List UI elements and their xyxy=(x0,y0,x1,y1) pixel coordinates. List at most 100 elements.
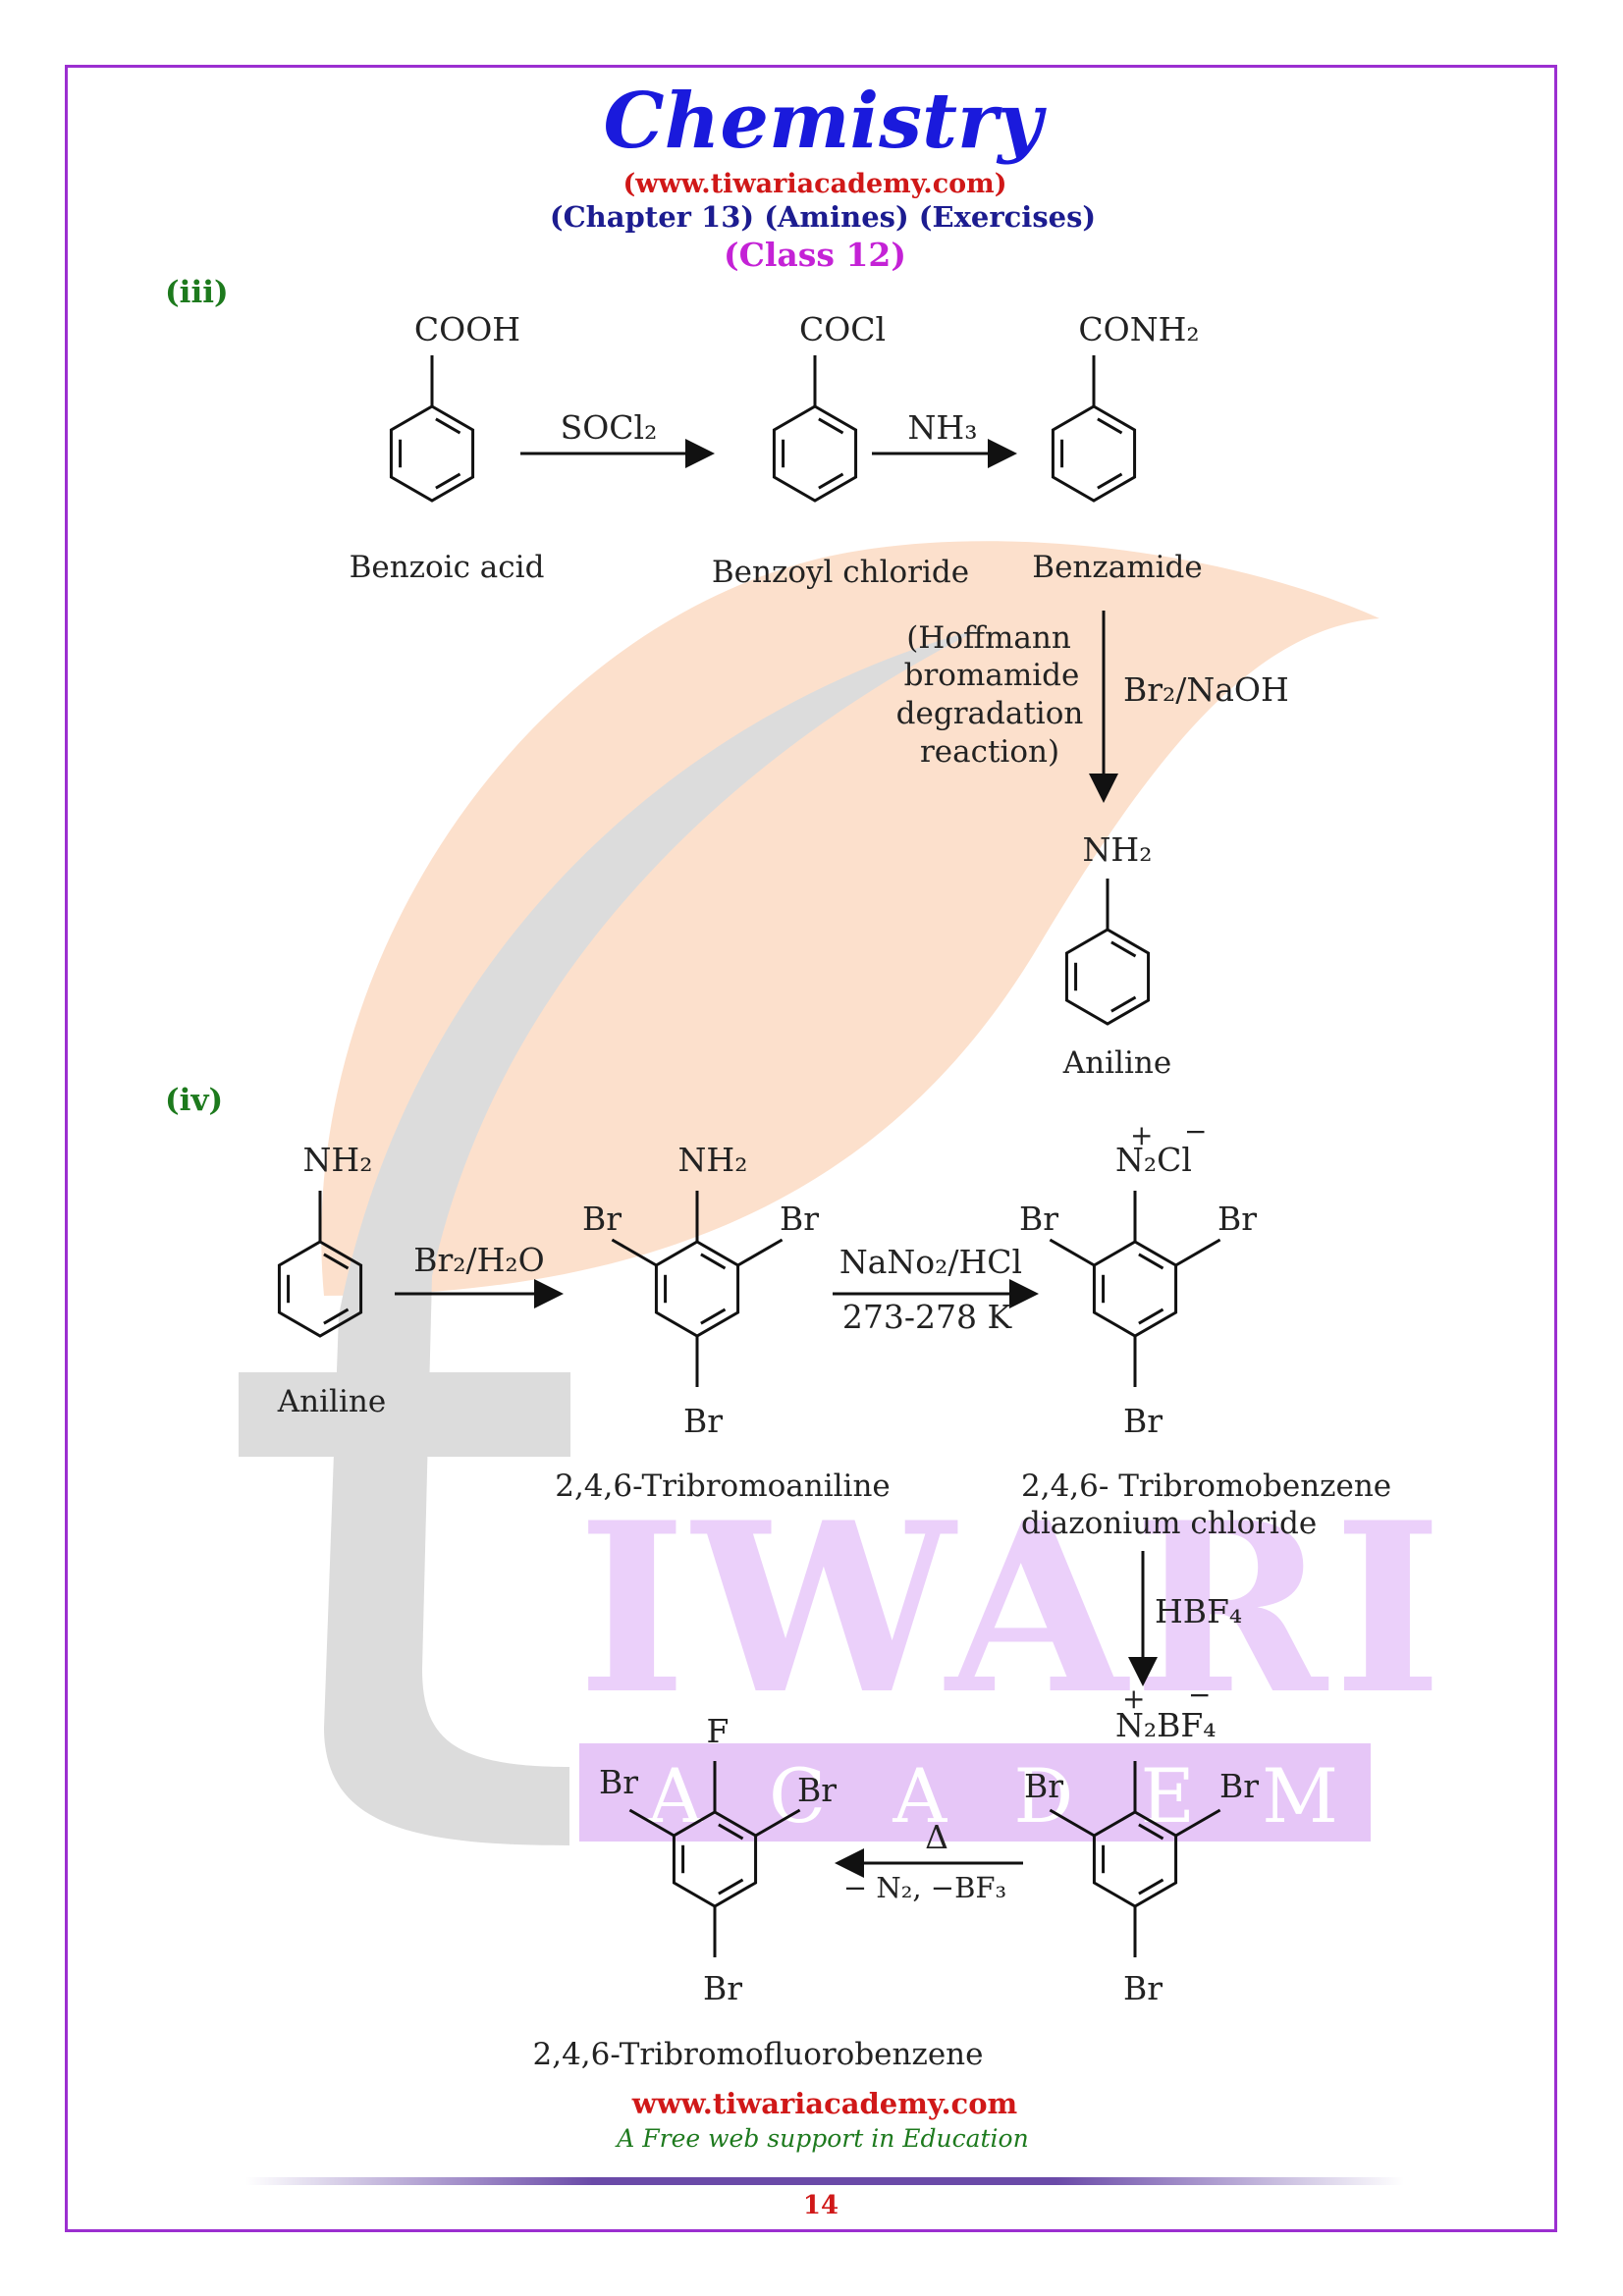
watermark-t-bar xyxy=(239,1372,570,1457)
benzamide-ring-double-bond-1 xyxy=(1097,472,1123,490)
section-label-iv: (iv) xyxy=(165,1083,224,1118)
fluorobenzene-ring-substituent-bond-2 xyxy=(754,1808,801,1838)
footer-divider xyxy=(245,2177,1404,2185)
bf4-ring xyxy=(1049,1761,1221,1957)
aniline-iv-ring-hexagon xyxy=(277,1240,363,1338)
aniline-ring-hexagon xyxy=(1064,928,1151,1026)
hoffmann-note-line-4: reaction) xyxy=(919,734,1060,770)
bf4-ring-substituent-bond-1 xyxy=(1049,1808,1096,1838)
tribromoaniline-ring-substituent-bond-1 xyxy=(611,1238,658,1267)
benzoyl-chloride-name: Benzoyl chloride xyxy=(711,555,970,590)
benzoic-acid-ring-double-bond-0 xyxy=(435,417,461,435)
hoffmann-note-line-1: (Hoffmann xyxy=(906,620,1071,656)
bf4-br-bottom: Br xyxy=(1122,1969,1163,2007)
diazonium-ring-double-bond-0 xyxy=(1138,1253,1164,1270)
section-label-iii: (iii) xyxy=(165,275,229,310)
diazonium-minus-charge: − xyxy=(1184,1115,1208,1148)
fluorobenzene-f-group: F xyxy=(706,1712,730,1750)
bf4-ring-double-bond-1 xyxy=(1138,1878,1164,1896)
fluorobenzene-ring-hexagon xyxy=(672,1810,758,1908)
bf4-minus-charge: − xyxy=(1188,1679,1212,1711)
benzamide-group: CONH₂ xyxy=(1078,310,1200,348)
fluorobenzene-br-right: Br xyxy=(797,1771,838,1809)
bf4-br-left: Br xyxy=(1024,1767,1064,1805)
page-title: Chemistry xyxy=(603,77,1043,166)
aniline-iv-group: NH₂ xyxy=(302,1141,373,1179)
tribromoaniline-br-bottom: Br xyxy=(682,1402,724,1440)
benzoyl-chloride-ring-double-bond-1 xyxy=(818,472,844,490)
aniline-iv-name: Aniline xyxy=(277,1384,387,1419)
aniline-ring-double-bond-0 xyxy=(1110,940,1137,958)
diazonium-br-right: Br xyxy=(1217,1200,1258,1238)
bf4-ring-hexagon xyxy=(1092,1810,1178,1908)
footer-url[interactable]: www.tiwariacademy.com xyxy=(631,2087,1018,2120)
benzoic-acid-ring-hexagon xyxy=(389,404,475,503)
aniline-ring xyxy=(1064,879,1151,1026)
benzoic-acid-name: Benzoic acid xyxy=(349,550,545,585)
watermark-word-main: IWARI xyxy=(577,1472,1449,1746)
page-number: 14 xyxy=(802,2191,839,2220)
diazonium-br-left: Br xyxy=(1019,1200,1059,1238)
reagent-delta: Δ xyxy=(925,1818,948,1856)
aniline-iv-ring-double-bond-1 xyxy=(323,1308,350,1325)
diazonium-ring-hexagon xyxy=(1092,1240,1178,1338)
tribromoaniline-br-right: Br xyxy=(780,1200,820,1238)
benzamide-name: Benzamide xyxy=(1032,550,1203,585)
reagent-br2-h2o: Br₂/H₂O xyxy=(413,1241,545,1279)
benzamide-ring xyxy=(1051,355,1137,503)
reagent-nh3: NH₃ xyxy=(907,408,978,447)
benzoic-acid-group: COOH xyxy=(413,310,521,348)
diazonium-plus-charge: + xyxy=(1130,1119,1154,1151)
diazonium-group: N₂Cl xyxy=(1115,1141,1192,1179)
benzamide-ring-hexagon xyxy=(1051,404,1137,503)
page-border xyxy=(65,65,1557,2232)
watermark-leaf xyxy=(321,541,1380,1296)
tribromoaniline-ring-double-bond-1 xyxy=(700,1308,727,1325)
benzoyl-chloride-ring-hexagon xyxy=(772,404,858,503)
bf4-ring-substituent-bond-2 xyxy=(1174,1808,1221,1838)
diazonium-ring xyxy=(1049,1191,1221,1387)
reagent-nano2-hcl: NaNo₂/HCl xyxy=(839,1243,1023,1281)
fluorobenzene-ring-double-bond-1 xyxy=(718,1878,744,1896)
tribromoaniline-ring-hexagon xyxy=(654,1240,740,1338)
fluorobenzene-ring xyxy=(628,1761,801,1957)
bf4-br-right: Br xyxy=(1219,1767,1260,1805)
tribromoaniline-group: NH₂ xyxy=(677,1141,748,1179)
benzoic-acid-ring xyxy=(389,355,475,503)
tribromoaniline-ring-substituent-bond-2 xyxy=(736,1238,784,1267)
diazonium-name-line-2: diazonium chloride xyxy=(1021,1506,1318,1541)
reagent-socl2: SOCl₂ xyxy=(560,408,658,447)
benzoyl-chloride-ring-double-bond-0 xyxy=(818,417,844,435)
header-url[interactable]: (www.tiwariacademy.com) xyxy=(622,169,1007,199)
benzoyl-chloride-ring xyxy=(772,355,858,503)
watermark-word-sub: A C A D E M Y xyxy=(648,1752,1477,1840)
bf4-plus-charge: + xyxy=(1122,1682,1146,1715)
hoffmann-note-line-3: degradation xyxy=(895,696,1084,731)
fluorobenzene-br-left: Br xyxy=(599,1763,639,1801)
tribromoaniline-br-left: Br xyxy=(582,1200,622,1238)
hoffmann-note-line-2: bromamide xyxy=(903,658,1080,693)
diazonium-name-line-1: 2,4,6- Tribromobenzene xyxy=(1021,1468,1392,1504)
reagent-br2-naoh: Br₂/NaOH xyxy=(1123,670,1289,709)
diazonium-ring-substituent-bond-2 xyxy=(1174,1238,1221,1267)
aniline-amine-group: NH₂ xyxy=(1082,830,1153,869)
aniline-iv-ring xyxy=(277,1191,363,1338)
diazonium-ring-double-bond-1 xyxy=(1138,1308,1164,1325)
watermark-swoosh xyxy=(324,628,982,1845)
aniline-name: Aniline xyxy=(1062,1045,1172,1081)
benzamide-ring-double-bond-0 xyxy=(1097,417,1123,435)
fluorobenzene-ring-double-bond-0 xyxy=(718,1823,744,1841)
watermark-academy-band xyxy=(579,1743,1371,1842)
diazonium-ring-substituent-bond-1 xyxy=(1049,1238,1096,1267)
diazonium-br-bottom: Br xyxy=(1122,1402,1163,1440)
benzoic-acid-ring-double-bond-1 xyxy=(435,472,461,490)
aniline-iv-ring-double-bond-0 xyxy=(323,1253,350,1270)
bf4-group: N₂BF₄ xyxy=(1115,1706,1217,1744)
fluorobenzene-name: 2,4,6-Tribromofluorobenzene xyxy=(532,2037,984,2072)
tribromoaniline-ring xyxy=(611,1191,784,1387)
fluorobenzene-br-bottom: Br xyxy=(702,1969,743,2007)
tribromoaniline-name: 2,4,6-Tribromoaniline xyxy=(555,1468,891,1504)
